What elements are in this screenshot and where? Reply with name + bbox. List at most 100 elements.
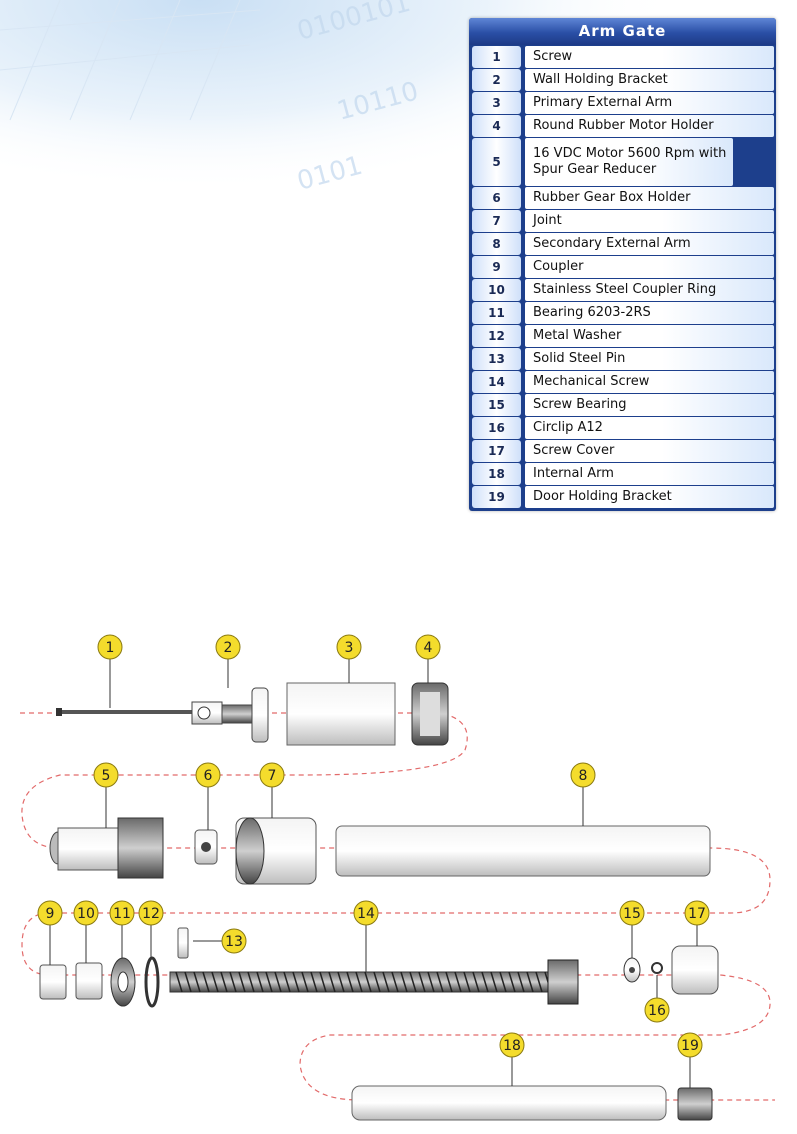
part-7-joint	[235, 817, 317, 885]
part-3-primary-external-arm	[286, 682, 396, 746]
callout-label: 11	[113, 906, 131, 922]
part-name: Coupler	[525, 256, 774, 278]
part-number: 1	[472, 46, 521, 68]
part-16-circlip	[651, 962, 663, 974]
callout-label: 8	[579, 768, 588, 784]
part-6-rubber-gear-box-holder	[194, 829, 218, 865]
callout-19: 19	[677, 1032, 703, 1058]
part-name: Metal Washer	[525, 325, 774, 347]
callout-label: 18	[503, 1038, 521, 1054]
part-15-screw-bearing	[623, 957, 641, 983]
part-number: 2	[472, 69, 521, 91]
callout-label: 19	[681, 1038, 699, 1054]
part-number: 16	[472, 417, 521, 439]
part-2-wall-holding-bracket	[191, 687, 269, 743]
part-name: Door Holding Bracket	[525, 486, 774, 508]
callout-label: 4	[424, 640, 433, 656]
part-number: 10	[472, 279, 521, 301]
part-name: Circlip A12	[525, 417, 774, 439]
part-name: Solid Steel Pin	[525, 348, 774, 370]
part-number: 19	[472, 486, 521, 508]
callout-label: 17	[688, 906, 706, 922]
part-8-secondary-external-arm	[335, 825, 711, 877]
part-17-screw-cover	[671, 945, 719, 995]
part-number: 9	[472, 256, 521, 278]
callout-2: 2	[215, 634, 241, 660]
callout-label: 6	[204, 768, 213, 784]
table-title: Arm Gate	[469, 18, 776, 45]
callout-label: 12	[142, 906, 160, 922]
callout-5: 5	[93, 762, 119, 788]
part-11-bearing	[110, 957, 136, 1007]
callout-label: 15	[623, 906, 641, 922]
part-13-solid-steel-pin	[177, 927, 189, 959]
part-name: Screw Cover	[525, 440, 774, 462]
callout-label: 7	[268, 768, 277, 784]
part-name: Screw Bearing	[525, 394, 774, 416]
part-9-coupler	[39, 964, 67, 1000]
part-name: Wall Holding Bracket	[525, 69, 774, 91]
callout-10: 10	[73, 900, 99, 926]
part-number: 6	[472, 187, 521, 209]
part-name: 16 VDC Motor 5600 Rpm with Spur Gear Red…	[525, 138, 733, 186]
callout-leaders	[49, 656, 698, 1088]
callout-13: 13	[221, 928, 247, 954]
callout-4: 4	[415, 634, 441, 660]
callout-label: 3	[345, 640, 354, 656]
part-number: 3	[472, 92, 521, 114]
callout-label: 2	[224, 640, 233, 656]
callout-6: 6	[195, 762, 221, 788]
callout-17: 17	[684, 900, 710, 926]
callout-12: 12	[138, 900, 164, 926]
callout-3: 3	[336, 634, 362, 660]
callout-15: 15	[619, 900, 645, 926]
part-number: 14	[472, 371, 521, 393]
part-number: 18	[472, 463, 521, 485]
part-number: 11	[472, 302, 521, 324]
callout-9: 9	[37, 900, 63, 926]
part-name: Joint	[525, 210, 774, 232]
callout-label: 10	[77, 906, 95, 922]
part-number: 4	[472, 115, 521, 137]
part-number: 15	[472, 394, 521, 416]
callout-11: 11	[109, 900, 135, 926]
part-19-door-holding-bracket	[677, 1087, 713, 1121]
assembly-path	[20, 712, 775, 1101]
part-14-mechanical-screw	[169, 959, 579, 1005]
callout-8: 8	[570, 762, 596, 788]
part-number: 17	[472, 440, 521, 462]
callout-label: 14	[357, 906, 375, 922]
part-number: 13	[472, 348, 521, 370]
part-18-internal-arm	[351, 1085, 667, 1121]
part-name: Mechanical Screw	[525, 371, 774, 393]
callout-label: 5	[102, 768, 111, 784]
callout-18: 18	[499, 1032, 525, 1058]
part-name: Secondary External Arm	[525, 233, 774, 255]
part-number: 7	[472, 210, 521, 232]
callout-14: 14	[353, 900, 379, 926]
part-number: 12	[472, 325, 521, 347]
part-name: Round Rubber Motor Holder	[525, 115, 774, 137]
part-name: Screw	[525, 46, 774, 68]
part-number: 5	[472, 138, 521, 186]
